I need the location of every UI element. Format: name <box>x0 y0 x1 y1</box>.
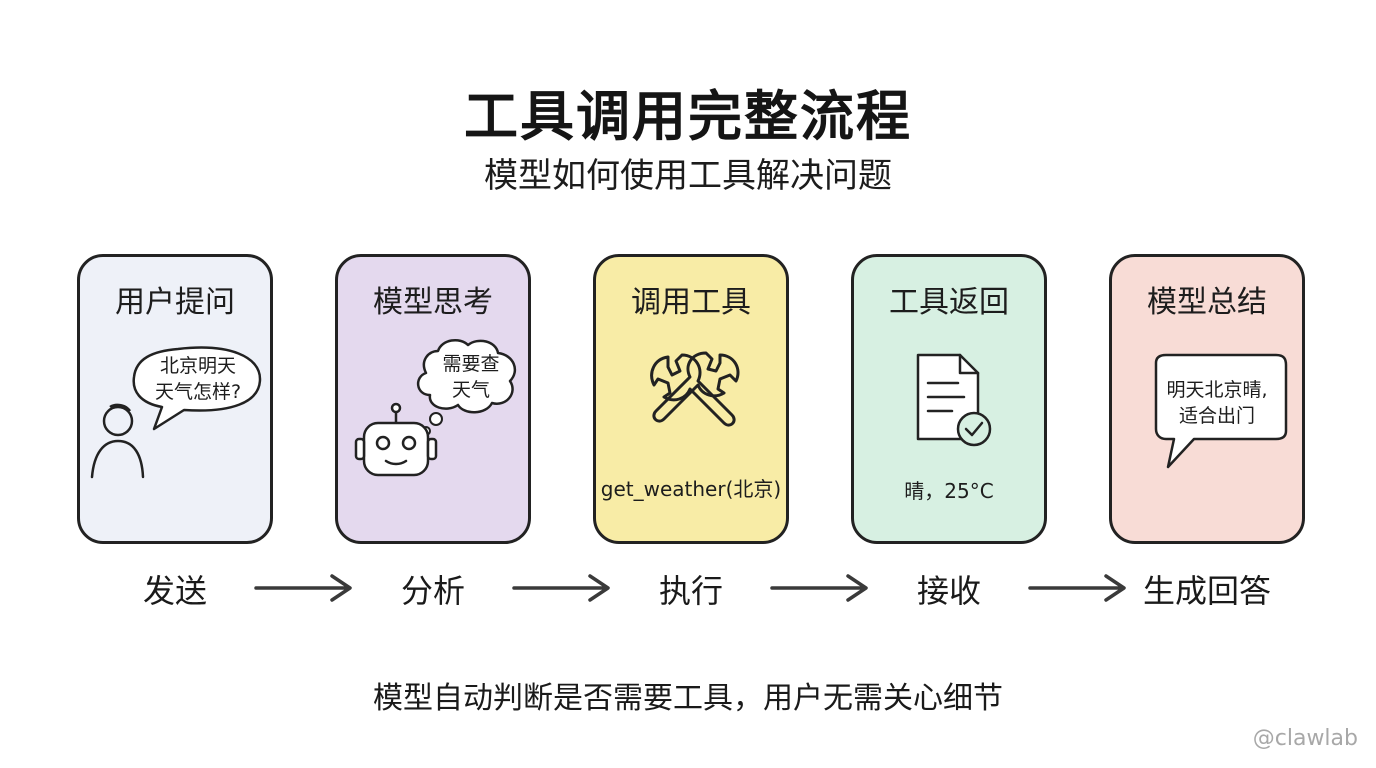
step-label-send: 发送 <box>142 572 207 610</box>
card-user-question: 用户提问 北京明天 天气怎样? <box>77 254 273 544</box>
step-label-analyze: 分析 <box>400 572 465 610</box>
card-model-summary: 模型总结 明天北京晴, 适合出门 <box>1109 254 1305 544</box>
bubble-line: 天气 <box>451 379 490 401</box>
card-model-thinking: 模型思考 需要查 天气 <box>335 254 531 544</box>
card-title: 用户提问 <box>115 285 235 320</box>
bubble-text: 明天北京晴, 适合出门 <box>1140 377 1294 429</box>
step-label-receive: 接收 <box>916 572 981 610</box>
step-label-generate: 生成回答 <box>1142 572 1271 610</box>
bubble-line: 明天北京晴, <box>1166 379 1268 401</box>
bubble-line: 适合出门 <box>1178 405 1255 427</box>
wrench-tools-icon <box>650 351 740 427</box>
page-subtitle: 模型如何使用工具解决问题 <box>484 156 892 196</box>
watermark: @clawlab <box>1252 726 1358 751</box>
tool-result-value: 晴，25°C <box>904 479 994 503</box>
card-title: 调用工具 <box>631 285 751 320</box>
card-tool-result: 工具返回 晴，25°C <box>851 254 1047 544</box>
card-title: 模型思考 <box>373 285 493 320</box>
speech-bubble-icon <box>1154 353 1288 469</box>
speech-bubble-icon <box>132 346 262 431</box>
flow-arrow-icon <box>254 574 352 602</box>
footer-note: 模型自动判断是否需要工具，用户无需关心细节 <box>373 681 1003 716</box>
page-title: 工具调用完整流程 <box>464 85 912 148</box>
bubble-line: 北京明天 <box>159 355 236 377</box>
bubble-text: 北京明天 天气怎样? <box>136 353 260 405</box>
bubble-text: 需要查 天气 <box>428 351 514 403</box>
document-check-icon <box>916 353 992 447</box>
flow-arrow-icon <box>770 574 868 602</box>
bubble-line: 需要查 <box>442 353 500 375</box>
user-person-icon <box>90 403 145 479</box>
flow-arrow-icon <box>512 574 610 602</box>
bubble-line: 天气怎样? <box>154 381 242 403</box>
card-call-tool: 调用工具 get_weather(北京) <box>593 254 789 544</box>
robot-icon <box>354 402 438 477</box>
flow-arrow-icon <box>1028 574 1126 602</box>
card-title: 工具返回 <box>889 285 1009 320</box>
card-title: 模型总结 <box>1147 285 1267 320</box>
step-label-execute: 执行 <box>658 572 723 610</box>
tool-call-label: get_weather(北京) <box>600 477 782 501</box>
